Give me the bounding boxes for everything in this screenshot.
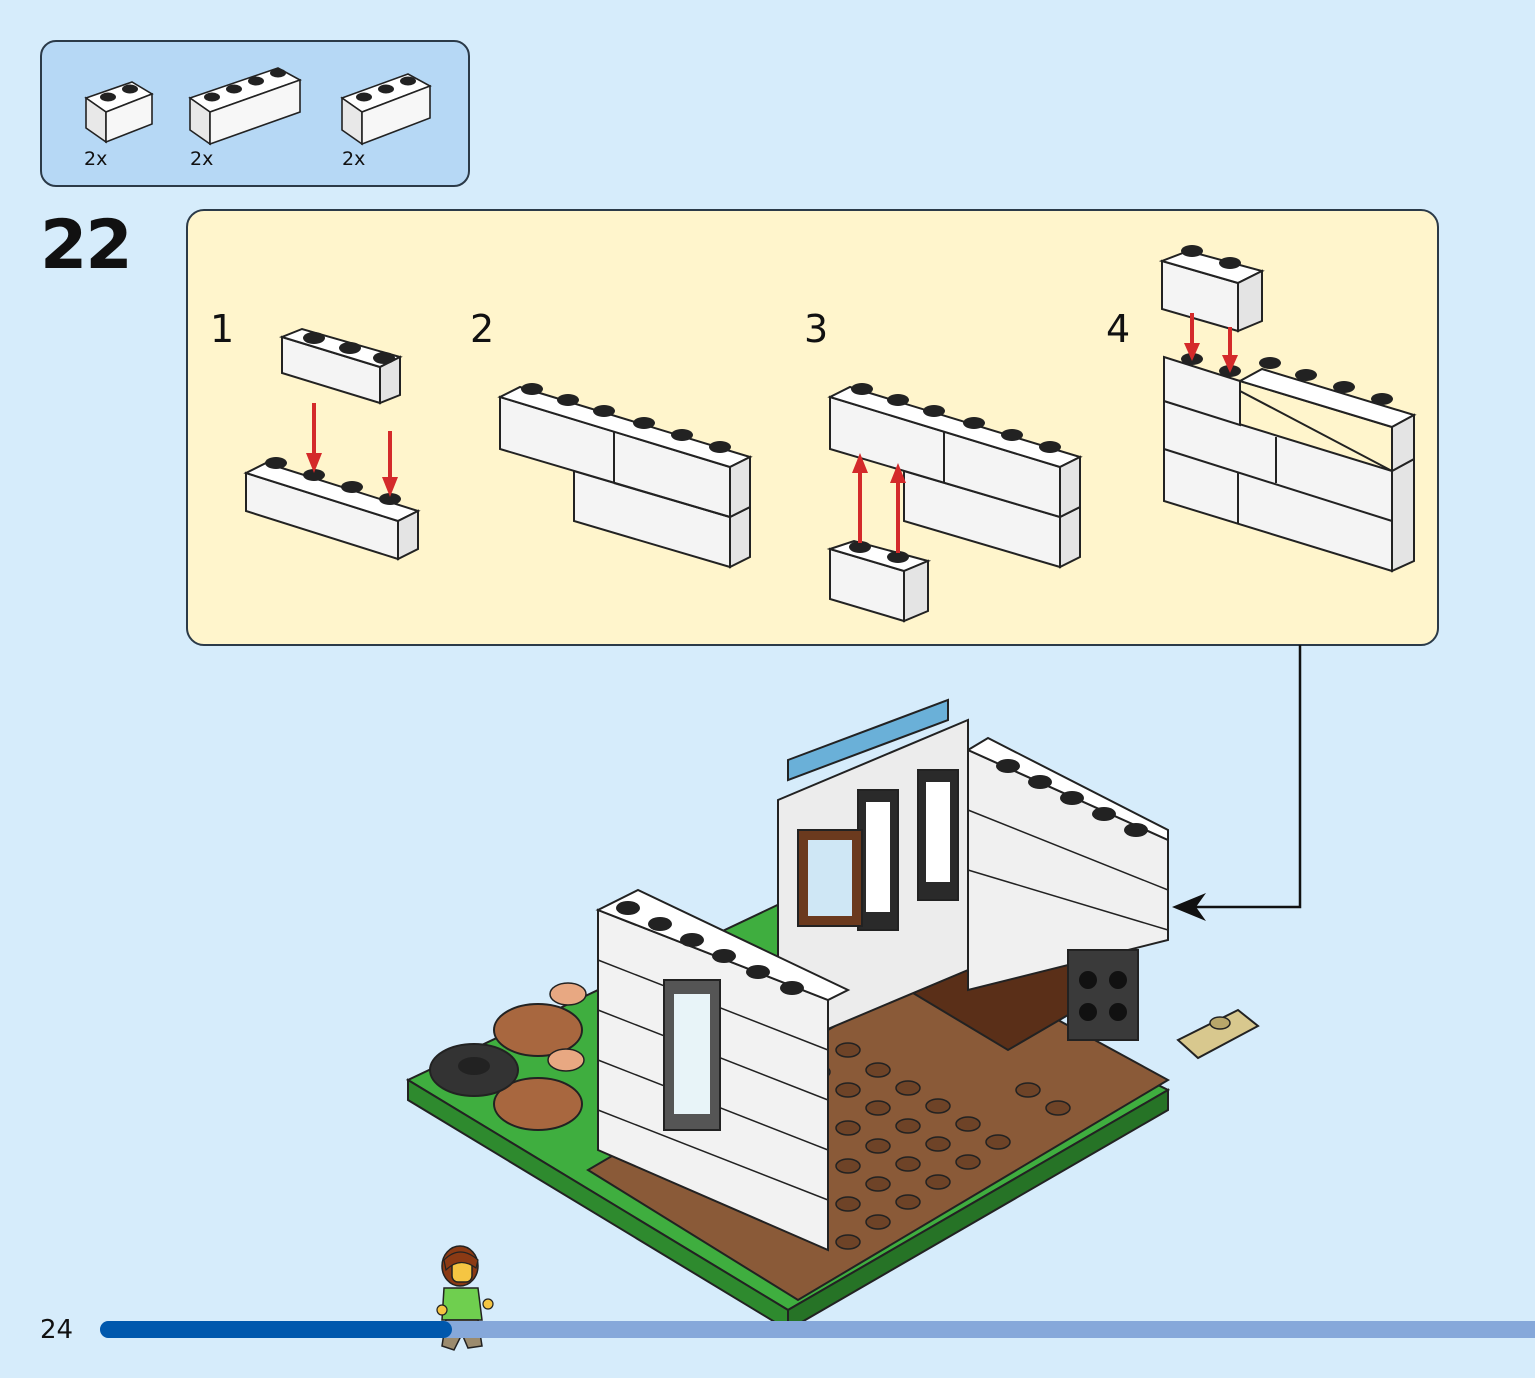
part-qty: 2x	[84, 148, 108, 170]
arrow-down-icon	[306, 403, 398, 497]
arrow-down-icon	[1184, 313, 1238, 373]
part-brick-1x4	[188, 67, 302, 146]
substep-3-illustration	[826, 383, 1083, 623]
model-illustration	[405, 698, 1260, 1332]
progress-bar	[100, 1321, 1535, 1338]
substep-number: 4	[1106, 307, 1131, 351]
substep-number: 1	[210, 307, 235, 351]
progress-bar-fill	[100, 1321, 452, 1338]
arrow-up-icon	[852, 453, 906, 553]
substep-2-illustration	[497, 383, 753, 569]
parts-list-box: 2x 2x 2x	[40, 40, 470, 187]
part-qty: 2x	[342, 148, 366, 170]
part-brick-1x2	[84, 81, 154, 144]
part-qty: 2x	[190, 148, 214, 170]
substep-number: 3	[804, 307, 829, 351]
substep-1-illustration	[243, 327, 421, 561]
page-number: 24	[40, 1315, 74, 1345]
substep-4-illustration	[1158, 245, 1417, 573]
callout-arrow-icon	[1172, 645, 1302, 921]
sub-assembly-callout: 1 2 3 4	[186, 209, 1439, 646]
part-brick-1x3	[340, 73, 432, 146]
step-number: 22	[40, 206, 133, 285]
substep-number: 2	[470, 307, 495, 351]
